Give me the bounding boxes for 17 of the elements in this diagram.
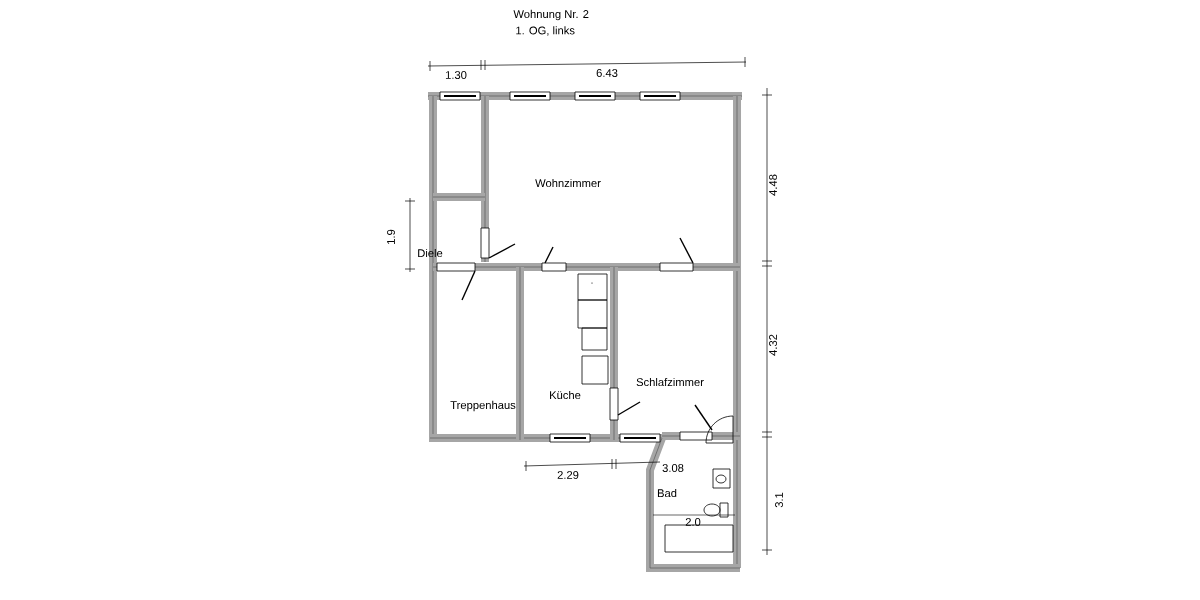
- dimension-label: 1.30: [445, 71, 467, 79]
- room-label: Küche: [550, 390, 581, 400]
- room-label: Wohnzimmer: [535, 178, 601, 188]
- dimension-label: 6.43: [596, 69, 618, 77]
- room-label: Treppenhaus: [450, 400, 516, 412]
- title: Wohnung Nr. 2: [513, 9, 589, 21]
- room-label: Schlafzimmer: [636, 377, 704, 387]
- dimension-label: 1.9: [387, 229, 395, 244]
- dimension-label: 4.32: [769, 334, 777, 356]
- dimension-label: 2.29: [557, 471, 579, 479]
- dimension-label: 3.08: [662, 464, 684, 472]
- room-label: Bad: [657, 488, 677, 498]
- dimension-label: 2.0: [685, 518, 701, 526]
- subtitle: 1. OG, links: [516, 26, 575, 36]
- dimension-label: 3.1: [775, 492, 783, 508]
- room-label: Diele: [418, 248, 443, 258]
- dimension-label: 4.48: [769, 174, 777, 196]
